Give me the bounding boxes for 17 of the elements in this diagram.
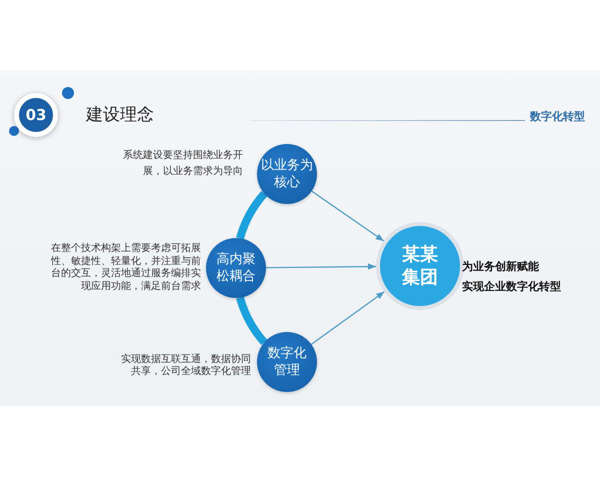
description-text: 在整个技术构架上需要考虑可拓展性、敏捷性、轻量化，并注重与前台的交互，灵活地通过服务编排实现应用功能，满足前台需求 [50, 243, 201, 293]
slogan-text: 实现企业数字化转型 [462, 280, 562, 294]
arrow [311, 190, 384, 242]
circle-label: 高内聚松耦合 [216, 251, 256, 285]
description-text: 系统建设要坚持围绕业务开展，以业务需求为导向 [122, 148, 243, 179]
circle-label: 某某集团 [400, 243, 439, 289]
circle-label: 数字化管理 [267, 344, 307, 379]
arc-connector [236, 191, 268, 240]
arrow [266, 263, 376, 270]
circle-label: 以业务为核心 [260, 157, 314, 192]
slogan-text: 为业务创新赋能 [462, 260, 540, 274]
slide-title: 建设理念 [86, 104, 154, 126]
arc-connector [236, 296, 268, 345]
description-text: 实现数据互联互通，数据协同共享，公司全域数字化管理 [120, 354, 251, 378]
section-tag: 数字化转型 [530, 110, 585, 124]
arrow [310, 291, 385, 345]
badge-number: 03 [24, 106, 48, 124]
